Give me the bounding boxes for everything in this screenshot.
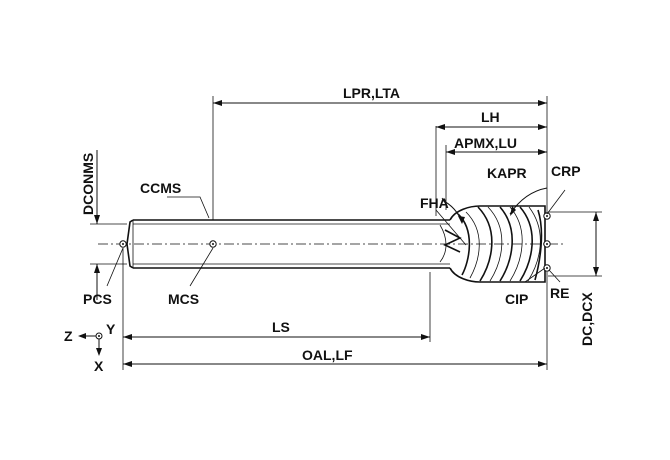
label-dc-dcx: DC,DCX <box>579 292 595 346</box>
reference-points <box>119 212 551 272</box>
label-lh: LH <box>481 109 500 125</box>
label-re: RE <box>550 285 569 301</box>
extension-lines <box>90 96 602 370</box>
flute-section <box>439 205 546 283</box>
dimension-lines <box>94 100 599 367</box>
label-kapr: KAPR <box>487 165 527 181</box>
label-lpr-lta: LPR,LTA <box>343 85 400 101</box>
label-crp: CRP <box>551 163 581 179</box>
label-axis-x: X <box>94 358 104 374</box>
label-axis-y: Y <box>106 321 116 337</box>
leader-lines <box>106 189 566 287</box>
label-ls: LS <box>272 319 290 335</box>
label-mcs: MCS <box>168 291 199 307</box>
label-cip: CIP <box>505 291 528 307</box>
label-pcs: PCS <box>83 291 112 307</box>
tool-body <box>126 219 450 269</box>
label-axis-z: Z <box>64 328 73 344</box>
label-apmx-lu: APMX,LU <box>454 135 517 151</box>
dimension-labels: LPR,LTA LH APMX,LU KAPR CRP FHA CCMS DCO… <box>64 85 595 374</box>
label-dconms: DCONMS <box>80 153 96 215</box>
label-fha: FHA <box>420 195 449 211</box>
coordinate-triad <box>78 332 103 356</box>
label-ccms: CCMS <box>140 180 181 196</box>
label-oal-lf: OAL,LF <box>302 347 353 363</box>
